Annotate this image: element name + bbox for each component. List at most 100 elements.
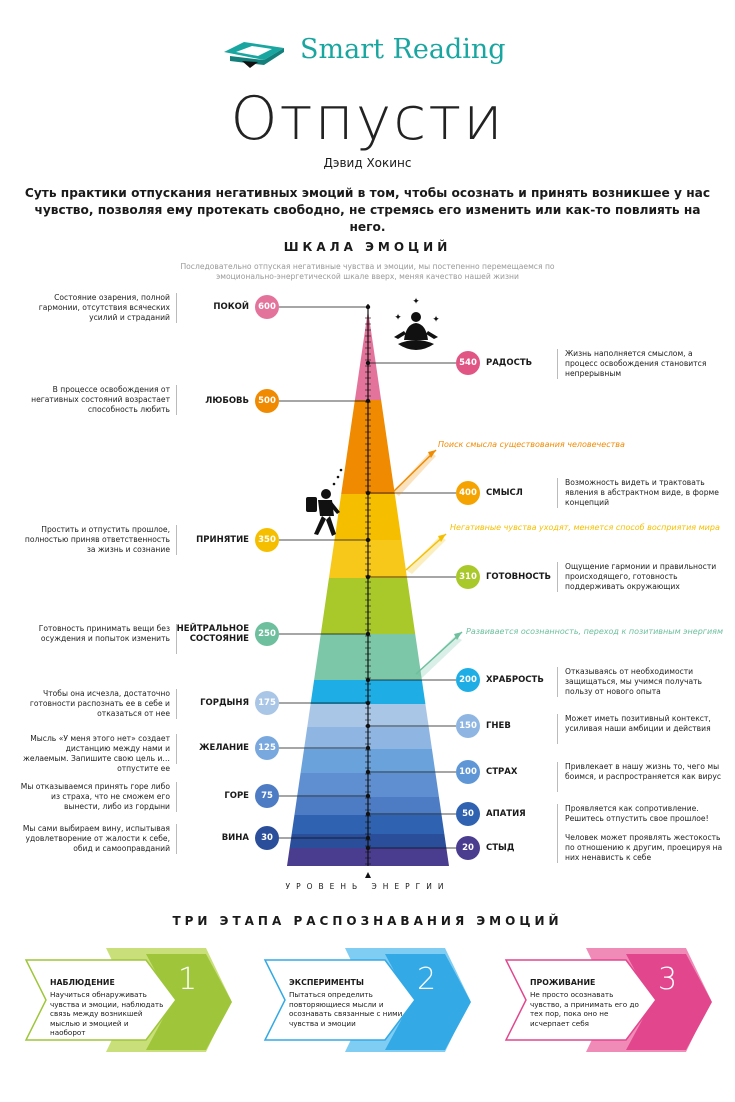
stage-title: ПРОЖИВАНИЕ [530,978,596,987]
level-value-badge: 500 [255,389,279,413]
stage-arrow [24,948,232,1052]
level-description: Ощущение гармонии и правильности происхо… [565,562,717,591]
level-description: Возможность видеть и трактовать явления … [565,478,719,507]
level-name: ПОКОЙ [213,302,249,312]
level-value-badge: 175 [255,691,279,715]
level-name: СТЫД [486,843,515,853]
level-dot [365,845,371,851]
level-description: Простить и отпустить прошлое, полностью … [24,525,170,554]
axis-label: УРОВЕНЬ ЭНЕРГИИ [285,882,450,891]
level-description: Жизнь наполняется смыслом, а процесс осв… [565,349,707,378]
annotation-arrow-1 [392,449,437,493]
level-description: Человек может проявлять жестокость по от… [565,833,723,862]
bracket-line [557,762,558,792]
level-dot [365,574,371,580]
arrow-shadow [393,452,436,496]
level-description: Мысль «У меня этого нет» создает дистанц… [22,734,170,773]
stages-title: ТРИ ЭТАПА РАСПОЗНАВАНИЯ ЭМОЦИЙ [172,914,563,928]
level-name: НЕЙТРАЛЬНОЕ СОСТОЯНИЕ [176,624,249,644]
bracket-line [176,385,177,415]
level-value-badge: 540 [456,351,480,375]
bracket-line [557,478,558,508]
level-dot [365,835,371,841]
bracket-line [557,562,558,592]
level-name: СМЫСЛ [486,488,523,498]
bracket-line [176,689,177,719]
level-name: ГОРДЫНЯ [200,698,249,708]
emotion-pyramid: ✦ ✦ ✦ [279,297,463,878]
bracket-line [176,293,177,323]
level-value-badge: 30 [255,826,279,850]
level-name: АПАТИЯ [486,809,526,819]
stage-arrow [263,948,471,1052]
level-dot [365,304,371,310]
level-dot [365,700,371,706]
hiker-icon [306,468,343,536]
axis-arrow-icon [365,872,371,878]
level-dot [365,677,371,683]
stage-text: Научиться обнаруживать чувства и эмоции,… [50,990,164,1037]
level-description: Привлекает в нашу жизнь то, чего мы боим… [565,762,721,781]
annotation-3: Развивается осознанность, переход к пози… [466,627,724,636]
level-dot [365,811,371,817]
level-value-badge: 75 [255,784,279,808]
level-value-badge: 400 [456,481,480,505]
level-name: СТРАХ [486,767,518,777]
level-dot [365,490,371,496]
level-value-badge: 310 [456,565,480,589]
level-name: РАДОСТЬ [486,358,533,368]
level-value-badge: 125 [255,736,279,760]
stage-number: 1 [178,962,198,997]
level-dot [365,631,371,637]
level-name: ЛЮБОВЬ [205,396,249,406]
stage-title: ЭКСПЕРИМЕНТЫ [289,978,364,987]
arrow-head-icon [428,450,436,458]
scale-title: ШКАЛА ЭМОЦИЙ [283,240,452,254]
level-dot [365,398,371,404]
level-dot [365,769,371,775]
svg-text:✦: ✦ [394,313,402,323]
smart-reading-logo-icon [224,42,284,68]
logo-text: Smart Reading [300,34,506,65]
level-value-badge: 20 [456,836,480,860]
svg-text:✦: ✦ [432,315,440,325]
bracket-line [176,525,177,555]
level-description: Мы отказываемся принять горе либо из стр… [20,782,170,811]
level-value-badge: 50 [456,802,480,826]
level-dot [365,793,371,799]
level-dot [365,745,371,751]
level-name: ЖЕЛАНИЕ [199,743,249,753]
level-name: ГНЕВ [486,721,511,731]
annotation-arrow-3 [415,631,463,675]
level-dot [365,537,371,543]
level-name: ПРИНЯТИЕ [196,535,249,545]
bracket-line [557,714,558,744]
annotation-arrow-2 [405,533,447,571]
stage-text: Пытаться определить повторяющиеся мысли … [289,990,403,1028]
svg-text:✦: ✦ [412,297,420,307]
level-dot [365,360,371,366]
bracket-line [557,804,558,834]
stage-number: 3 [658,962,678,997]
bracket-line [557,667,558,697]
level-value-badge: 350 [255,528,279,552]
stage-number: 2 [417,962,437,997]
arrow-shadow [416,636,462,678]
meditating-person-icon: ✦ ✦ ✦ [394,297,440,350]
stage-arrow [504,948,712,1052]
level-value-badge: 100 [456,760,480,784]
scale-subtitle: Последовательно отпуская негативные чувс… [180,262,555,281]
bracket-line [557,833,558,863]
arrow-head-icon [454,632,462,640]
level-value-badge: 150 [456,714,480,738]
bracket-line [176,734,177,764]
annotation-1: Поиск смысла существования человечества [438,440,625,449]
bracket-line [176,624,177,654]
level-value-badge: 250 [255,622,279,646]
arrow-shadow [406,536,446,574]
level-name: ХРАБРОСТЬ [486,675,544,685]
level-name: ГОТОВНОСТЬ [486,572,551,582]
level-description: Готовность принимать вещи без осуждения … [38,624,170,643]
arrow-head-icon [438,534,446,542]
bracket-line [176,824,177,854]
